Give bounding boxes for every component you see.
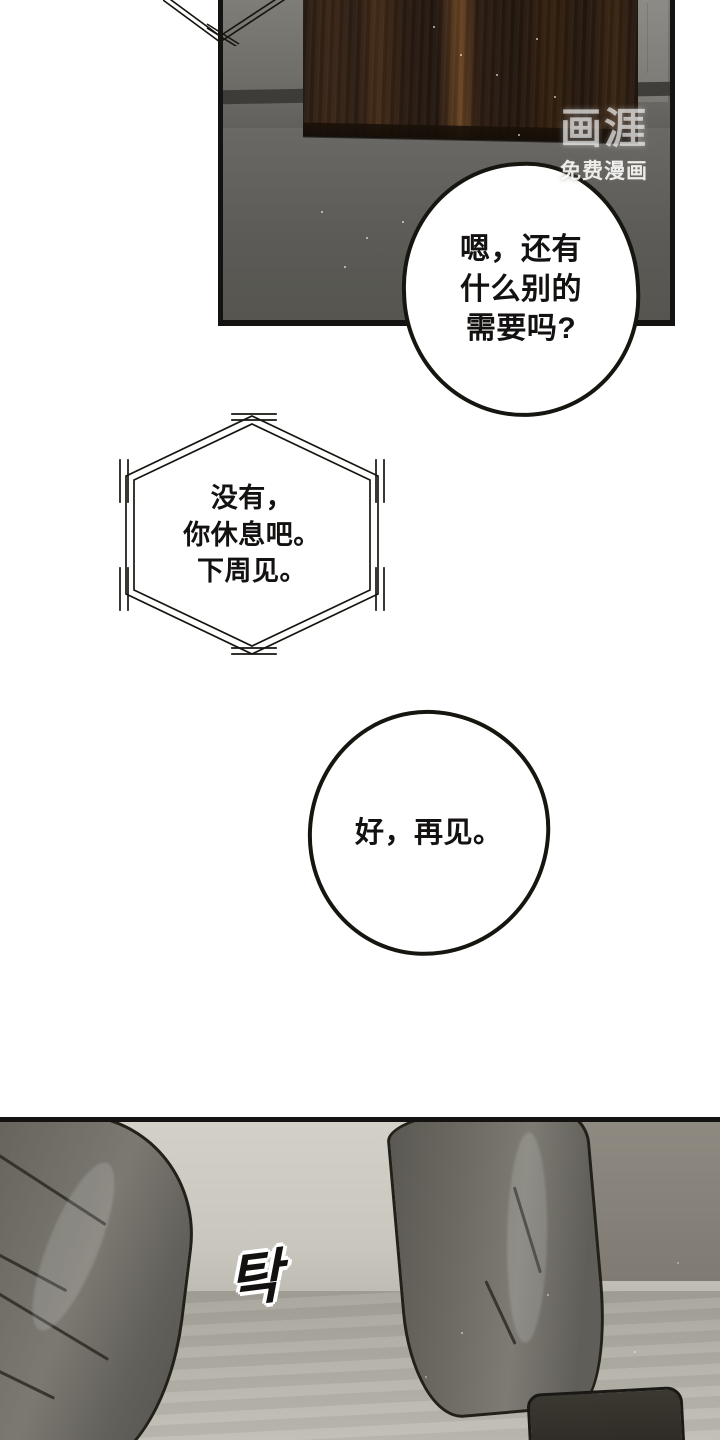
footstep-sound-effect: 탁 [226,1241,282,1317]
trouser-leg-right [385,1122,613,1423]
hexagon-bubble-frame [119,413,385,655]
speech-bubble-hexagon-textbox: 没有， 你休息吧。 下周见。 [106,402,398,668]
shoe-right [526,1385,686,1440]
speech-bubble-hexagon: 没有， 你休息吧。 下周见。 [106,402,398,668]
speech-bubble-hexagon-text: 没有， 你休息吧。 下周见。 [183,483,321,587]
speech-bubble-goodbye: 好，再见。 [301,703,557,963]
panel-bottom-walking-scene [0,1117,720,1440]
speech-bubble-goodbye-text: 好，再见。 [355,816,503,849]
speech-bubble-question-text: 嗯，还有 什么别的 需要吗? [460,233,582,346]
wooden-desk [303,0,639,142]
